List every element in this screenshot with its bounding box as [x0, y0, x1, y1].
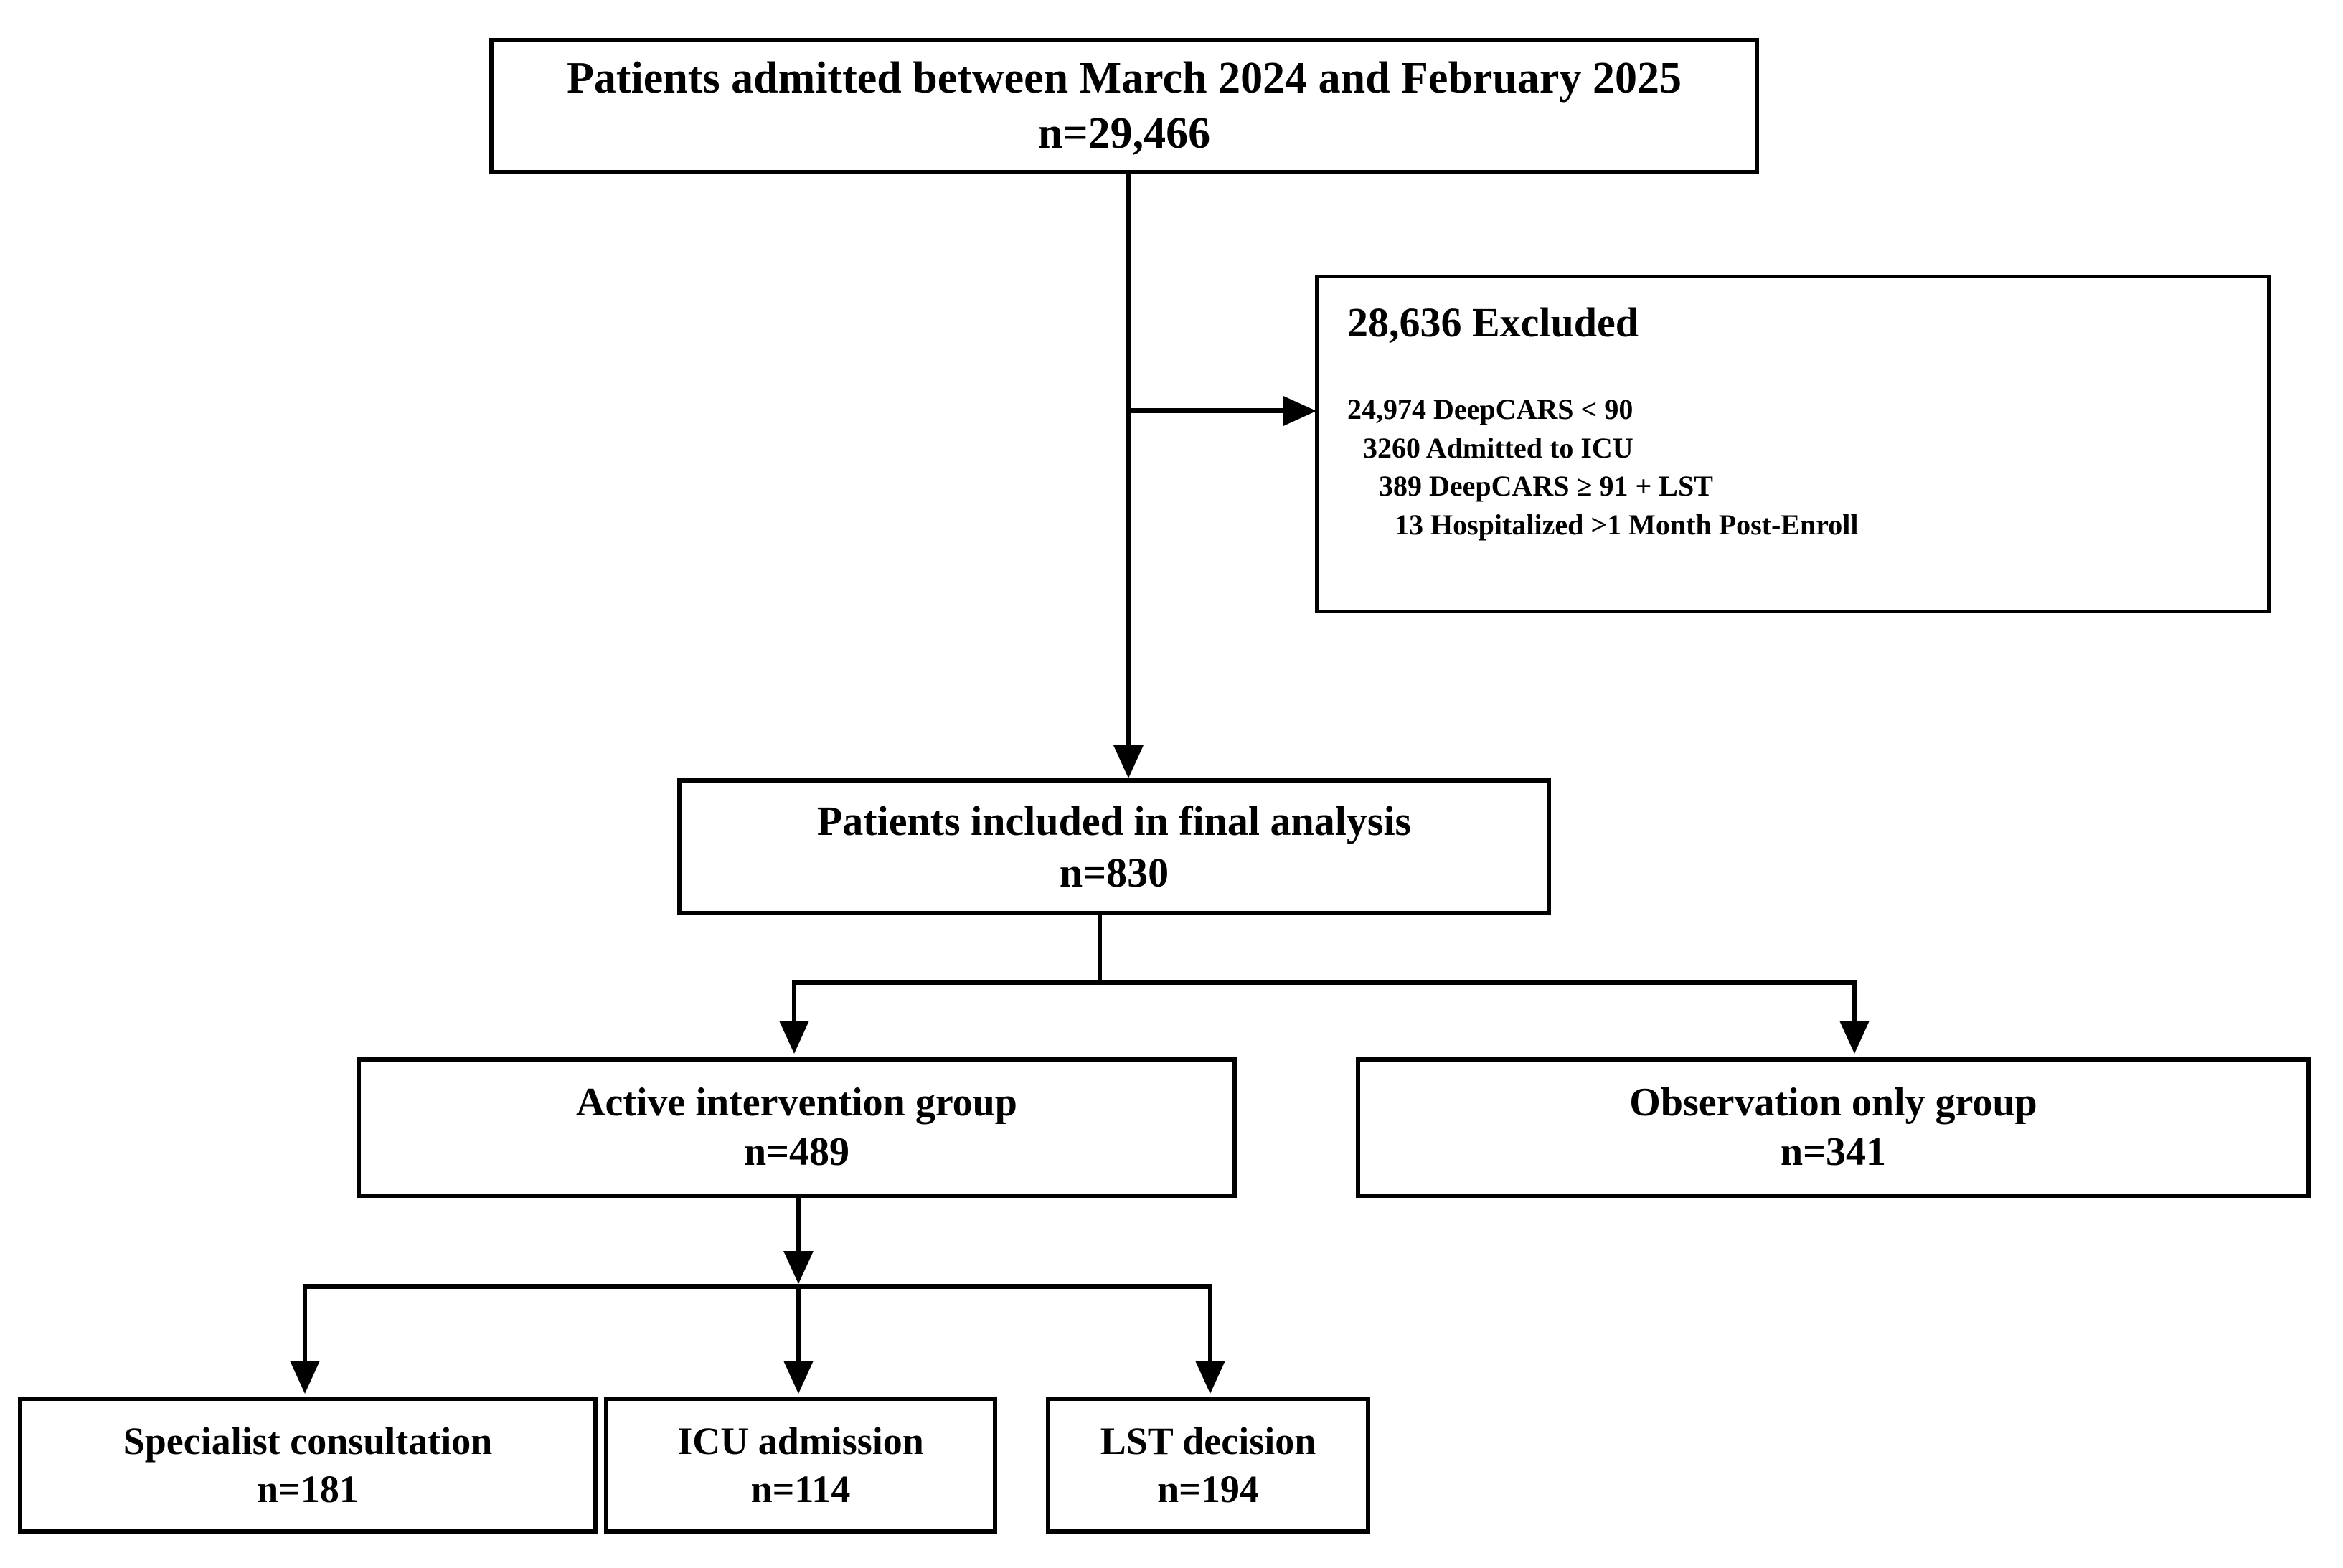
connector-group-split-left-drop [792, 980, 796, 1024]
node-title: Specialist consultation [123, 1419, 493, 1463]
connector-to-excluded-horizontal [1126, 408, 1286, 413]
connector-outcome-right-drop [1208, 1284, 1212, 1364]
node-final-analysis: Patients included in final analysis n=83… [677, 778, 1551, 915]
connector-outcome-left-drop [303, 1284, 307, 1364]
connector-group-split-stem [1098, 915, 1102, 983]
node-count: n=194 [1157, 1467, 1259, 1511]
node-count: n=341 [1780, 1130, 1887, 1174]
node-title: LST decision [1100, 1419, 1316, 1463]
node-count: n=181 [257, 1467, 359, 1511]
excluded-reason-item: 389 DeepCARS ≥ 91 + LST [1379, 470, 1713, 503]
excluded-reason-item: 24,974 DeepCARS < 90 [1347, 392, 1634, 425]
node-count: n=830 [1059, 849, 1169, 896]
excluded-reason-list: 24,974 DeepCARS < 90 3260 Admitted to IC… [1347, 390, 1859, 544]
node-excluded: 28,636 Excluded 24,974 DeepCARS < 90 326… [1315, 275, 2271, 613]
node-lst-decision: LST decision n=194 [1046, 1397, 1370, 1534]
connector-outcome-middle-drop [796, 1284, 801, 1364]
connector-outcome-split-bar [303, 1284, 1212, 1289]
node-title: ICU admission [677, 1419, 924, 1463]
arrowhead-to-specialist-consultation [290, 1361, 320, 1394]
excluded-heading: 28,636 Excluded [1347, 299, 1639, 346]
connector-trunk-vertical [1126, 174, 1131, 761]
connector-outcome-split-stem [796, 1198, 801, 1254]
node-patients-admitted: Patients admitted between March 2024 and… [489, 38, 1759, 174]
connector-group-split-right-drop [1852, 980, 1857, 1024]
node-title: Patients included in final analysis [816, 797, 1412, 844]
node-title: Observation only group [1629, 1080, 2037, 1125]
node-specialist-consultation: Specialist consultation n=181 [18, 1397, 598, 1534]
node-count: n=114 [750, 1467, 851, 1511]
node-title: Active intervention group [576, 1080, 1017, 1125]
node-title: Patients admitted between March 2024 and… [567, 54, 1682, 103]
node-icu-admission: ICU admission n=114 [604, 1397, 997, 1534]
arrowhead-outcome-split-stem [783, 1251, 814, 1284]
node-active-intervention-group: Active intervention group n=489 [357, 1057, 1237, 1198]
node-observation-only-group: Observation only group n=341 [1356, 1057, 2311, 1198]
excluded-reason-item: 13 Hospitalized >1 Month Post-Enroll [1395, 508, 1859, 541]
node-count: n=29,466 [1037, 109, 1211, 158]
node-count: n=489 [743, 1130, 850, 1174]
arrowhead-to-observation-only [1839, 1021, 1870, 1054]
arrowhead-to-final-analysis [1113, 745, 1144, 778]
arrowhead-to-active-intervention [779, 1021, 809, 1054]
arrowhead-to-lst-decision [1195, 1361, 1225, 1394]
excluded-reason-item: 3260 Admitted to ICU [1363, 431, 1634, 464]
arrowhead-to-icu-admission [783, 1361, 814, 1394]
connector-group-split-bar [792, 980, 1857, 985]
arrowhead-to-excluded [1283, 396, 1316, 426]
